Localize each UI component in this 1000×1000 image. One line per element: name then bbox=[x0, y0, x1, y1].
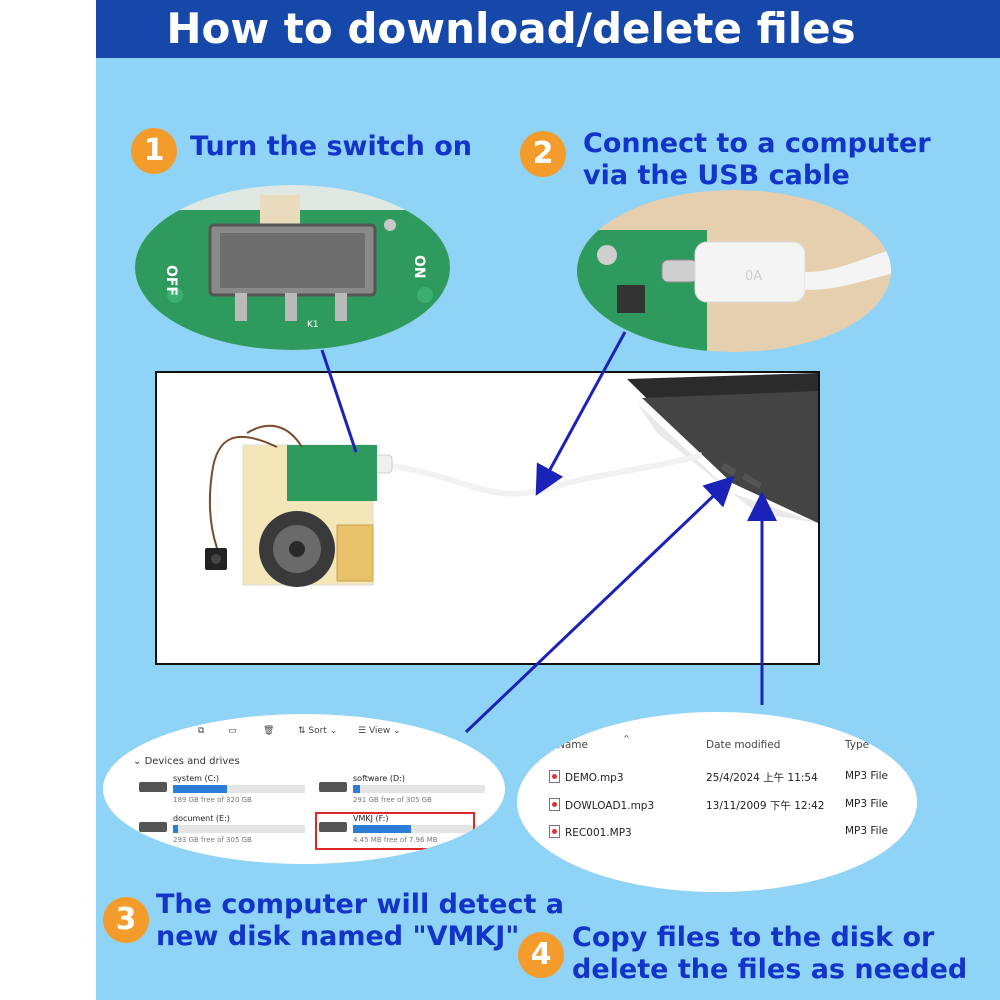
plug-label: 0A bbox=[745, 269, 762, 284]
drive-name: document (E:) bbox=[173, 814, 230, 823]
file-explorer-drives: ⧉ ▭ 🗑 ⇅ Sort ⌄ ☰ View ⌄ ⌄ Devices and dr… bbox=[103, 714, 505, 864]
file-name: REC001.MP3 bbox=[565, 827, 632, 839]
step-2-badge: 2 bbox=[520, 131, 566, 177]
step-1-text: Turn the switch on bbox=[190, 131, 473, 162]
file-type: MP3 File bbox=[845, 798, 888, 810]
step-4-badge: 4 bbox=[518, 932, 564, 978]
drive-free-space: 4.45 MB free of 7.96 MB bbox=[353, 836, 438, 844]
file-type: MP3 File bbox=[845, 825, 888, 837]
devices-section-title: ⌄ Devices and drives bbox=[133, 756, 240, 767]
copy-icon[interactable]: ⧉ bbox=[198, 726, 205, 736]
file-list-window: Name ^ Date modified Type DEMO.mp3 25/4/… bbox=[517, 712, 917, 892]
drive-name: VMKJ (F:) bbox=[353, 814, 389, 823]
drive-icon bbox=[319, 782, 347, 792]
delete-icon[interactable]: 🗑 bbox=[263, 726, 275, 736]
circuit-board bbox=[287, 445, 377, 501]
step-4-line-1: Copy files to the disk or bbox=[572, 922, 935, 953]
drive-name: system (C:) bbox=[173, 774, 219, 783]
file-name: DOWLOAD1.mp3 bbox=[565, 800, 655, 812]
page-title: How to download/delete files bbox=[166, 4, 856, 53]
step-1-badge: 1 bbox=[131, 128, 177, 174]
step-2-line-1: Connect to a computer bbox=[583, 128, 931, 159]
drive-free-space: 293 GB free of 305 GB bbox=[173, 836, 252, 844]
arrow-port bbox=[464, 475, 735, 734]
file-date: 25/4/2024 上午 11:54 bbox=[706, 772, 818, 784]
step-3-line-2: new disk named "VMKJ" bbox=[156, 921, 520, 952]
drive-usage-bar bbox=[353, 785, 485, 793]
file-row[interactable]: REC001.MP3 bbox=[549, 825, 632, 839]
mp3-file-icon bbox=[549, 825, 560, 838]
drive-name: software (D:) bbox=[353, 774, 405, 783]
drive-free-space: 291 GB free of 305 GB bbox=[353, 796, 432, 804]
k1-label: K1 bbox=[307, 320, 319, 330]
file-date: 13/11/2009 下午 12:42 bbox=[706, 800, 825, 812]
drive-usage-bar bbox=[173, 785, 305, 793]
drive-icon bbox=[139, 822, 167, 832]
title-bar bbox=[96, 0, 1000, 58]
file-name: DEMO.mp3 bbox=[565, 772, 624, 784]
device-laptop-photo bbox=[155, 371, 820, 665]
drive-usage-bar bbox=[173, 825, 305, 833]
step-2-text: Connect to a computer via the USB cable bbox=[583, 128, 931, 192]
mp3-file-icon bbox=[549, 770, 560, 783]
mp3-file-icon bbox=[549, 798, 560, 811]
drive-icon bbox=[139, 782, 167, 792]
vmkj-highlight-box bbox=[315, 812, 475, 850]
off-label: OFF bbox=[163, 265, 179, 296]
sort-button[interactable]: ⇅ Sort ⌄ bbox=[298, 726, 338, 736]
arrow-cable bbox=[535, 331, 627, 496]
file-row[interactable]: DOWLOAD1.mp3 bbox=[549, 798, 654, 812]
drive-icon bbox=[319, 822, 347, 832]
battery bbox=[336, 524, 374, 582]
switch-photo: OFF ON K1 bbox=[135, 185, 450, 350]
view-button[interactable]: ☰ View ⌄ bbox=[358, 726, 401, 736]
arrow-switch bbox=[320, 349, 358, 453]
file-row[interactable]: DEMO.mp3 bbox=[549, 770, 624, 784]
step-4-line-2: delete the files as needed bbox=[572, 954, 968, 985]
step-2-line-2: via the USB cable bbox=[583, 160, 850, 191]
usb-cable-photo: 0A bbox=[577, 190, 891, 352]
paste-icon[interactable]: ▭ bbox=[228, 726, 237, 736]
step-4-text: Copy files to the disk or delete the fil… bbox=[572, 922, 967, 986]
drive-usage-bar bbox=[353, 825, 485, 833]
file-type: MP3 File bbox=[845, 770, 888, 782]
view-label: View bbox=[368, 726, 391, 736]
sort-label: Sort bbox=[308, 726, 327, 736]
column-date-modified[interactable]: Date modified bbox=[706, 739, 781, 751]
drive-free-space: 189 GB free of 320 GB bbox=[173, 796, 252, 804]
column-name[interactable]: Name bbox=[557, 739, 588, 751]
devices-title-text: Devices and drives bbox=[144, 756, 240, 767]
sort-up-icon: ^ bbox=[623, 734, 630, 743]
on-label: ON bbox=[411, 255, 427, 279]
step-3-text: The computer will detect a new disk name… bbox=[156, 889, 564, 953]
column-type[interactable]: Type bbox=[845, 739, 870, 751]
step-3-line-1: The computer will detect a bbox=[156, 889, 565, 920]
step-3-badge: 3 bbox=[103, 897, 149, 943]
